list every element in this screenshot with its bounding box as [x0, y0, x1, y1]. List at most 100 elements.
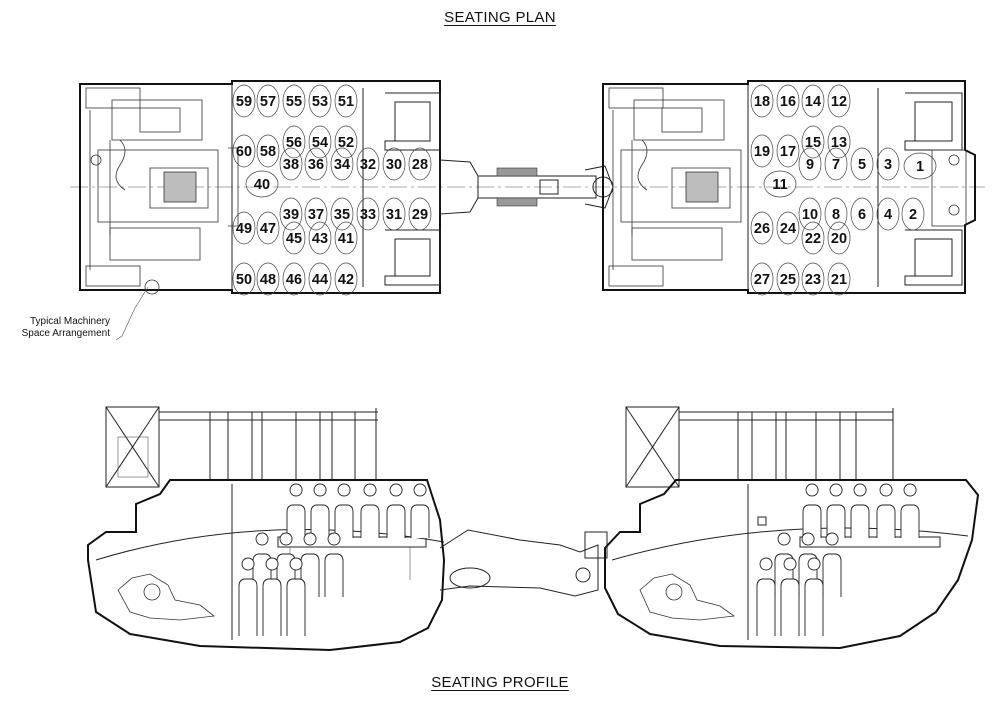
passenger-silhouette: [324, 532, 344, 597]
front-car-seat-outline: [801, 221, 825, 255]
passenger-silhouette: [360, 483, 380, 538]
front-car-seat-number: 24: [780, 221, 796, 237]
front-car-seat-number: 11: [772, 177, 787, 193]
rear-car-seat-number: 52: [338, 135, 354, 151]
front-car-seat-outline: [827, 125, 851, 159]
front-car-seat-number: 16: [780, 94, 796, 110]
rear-profile-bench: [277, 536, 427, 548]
rear-engine-profile: [117, 573, 216, 621]
rear-car-seat-outline: [256, 84, 280, 118]
rear-car-seat-outline: [232, 262, 256, 296]
rear-car-seat-outline: [279, 197, 303, 231]
rear-car-seat-outline: [308, 262, 332, 296]
rear-engine-block: [97, 149, 219, 223]
passenger-silhouette: [780, 557, 800, 636]
rear-car-profile: [87, 406, 446, 652]
rear-car-seat-outline: [334, 262, 358, 296]
rear-car-seat-outline: [256, 134, 280, 168]
callout-leader-line: [115, 286, 149, 341]
front-car-seat-outline: [876, 197, 900, 231]
driver-console: [931, 149, 967, 227]
rear-car-seat-outline: [382, 197, 406, 231]
rear-car-seat-outline: [330, 197, 354, 231]
front-car-seat-number: 22: [805, 231, 821, 247]
front-car-bow-frame-top: [904, 92, 963, 151]
rear-car-seat-number: 34: [334, 157, 350, 173]
front-car-seat-number: 4: [884, 207, 892, 223]
rear-car-seat-number: 30: [386, 157, 402, 173]
rear-car-seat-number: 47: [260, 221, 276, 237]
rear-car-seat-number: 28: [412, 157, 428, 173]
rear-car-seat-outline: [408, 197, 432, 231]
front-car-seat-outline: [824, 197, 848, 231]
front-car-seat-outline: [750, 262, 774, 296]
rear-car-bow-frame-top: [384, 92, 441, 151]
front-car-seat-outline: [850, 197, 874, 231]
rear-car-seat-outline: [232, 84, 256, 118]
rear-car-seat-outline: [245, 170, 279, 198]
passenger-silhouette: [804, 557, 824, 636]
rear-car-seat-outline: [330, 147, 354, 181]
front-car-bow-frame-bottom: [904, 229, 963, 286]
front-car-seat-outline: [824, 147, 848, 181]
rear-car-seat-number: 32: [360, 157, 376, 173]
front-car-seat-number: 10: [802, 207, 818, 223]
rear-car-seat-number: 60: [236, 144, 252, 160]
rear-car-seat-number: 37: [308, 207, 324, 223]
front-car-seat-number: 17: [780, 144, 796, 160]
rear-car-seat-outlines: [232, 84, 432, 296]
rear-car-seat-number: 45: [286, 231, 302, 247]
rear-car-seat-number: 44: [312, 272, 328, 288]
passenger-silhouette: [310, 483, 330, 538]
rear-car-seat-outline: [308, 125, 332, 159]
front-car-seat-number: 1: [916, 159, 924, 175]
rear-car-hull-outline: [79, 80, 441, 294]
passenger-silhouette: [334, 483, 354, 538]
passenger-silhouette: [876, 483, 896, 538]
front-car-seat-number: 23: [805, 272, 821, 288]
front-car-seat-number: 2: [909, 207, 917, 223]
rear-car-seat-number: 38: [283, 157, 299, 173]
machinery-callout-label: Typical Machinery Space Arrangement: [6, 316, 110, 340]
rear-car-seat-number: 57: [260, 94, 276, 110]
articulation-coupling-profile: [439, 529, 608, 597]
rear-tank-top: [85, 87, 141, 109]
rear-car-seat-outline: [308, 221, 332, 255]
rear-car-seat-number: 49: [236, 221, 252, 237]
front-car-seat-number: 15: [805, 135, 821, 151]
rear-car-seat-outline: [334, 84, 358, 118]
passenger-silhouette: [386, 483, 406, 538]
passenger-silhouette: [262, 557, 282, 636]
rear-car-hull-profile: [87, 479, 446, 652]
rear-car-seat-number: 48: [260, 272, 276, 288]
rear-car-seat-outline: [408, 147, 432, 181]
front-car-seat-outline: [801, 262, 825, 296]
front-car-seat-number: 26: [754, 221, 770, 237]
rear-car-seat-outline: [256, 262, 280, 296]
rear-car-seat-number: 43: [312, 231, 328, 247]
front-car-seat-number: 13: [831, 135, 847, 151]
front-car-seat-outline: [901, 197, 925, 231]
rear-car-seat-outline: [282, 125, 306, 159]
rear-car-seat-number: 51: [338, 94, 354, 110]
front-car-seat-outline: [827, 221, 851, 255]
passenger-silhouette: [286, 557, 306, 636]
rear-car-seat-number: 46: [286, 272, 302, 288]
front-car-seat-number: 25: [780, 272, 796, 288]
front-profile-bench: [799, 536, 941, 548]
rear-car-seat-outline: [232, 134, 256, 168]
front-car-seat-outline: [776, 262, 800, 296]
front-car-seat-outline: [750, 134, 774, 168]
front-car-seat-outline: [750, 84, 774, 118]
front-car-hull-profile: [604, 479, 980, 650]
front-car-seat-number: 12: [831, 94, 847, 110]
rear-car-seat-number: 42: [338, 272, 354, 288]
front-car-seat-outline: [876, 147, 900, 181]
callout-line-1: Typical Machinery: [29, 316, 110, 327]
front-car-seat-number: 3: [884, 157, 892, 173]
rear-car-seat-outline: [256, 211, 280, 245]
front-car-seat-number: 7: [832, 157, 840, 173]
